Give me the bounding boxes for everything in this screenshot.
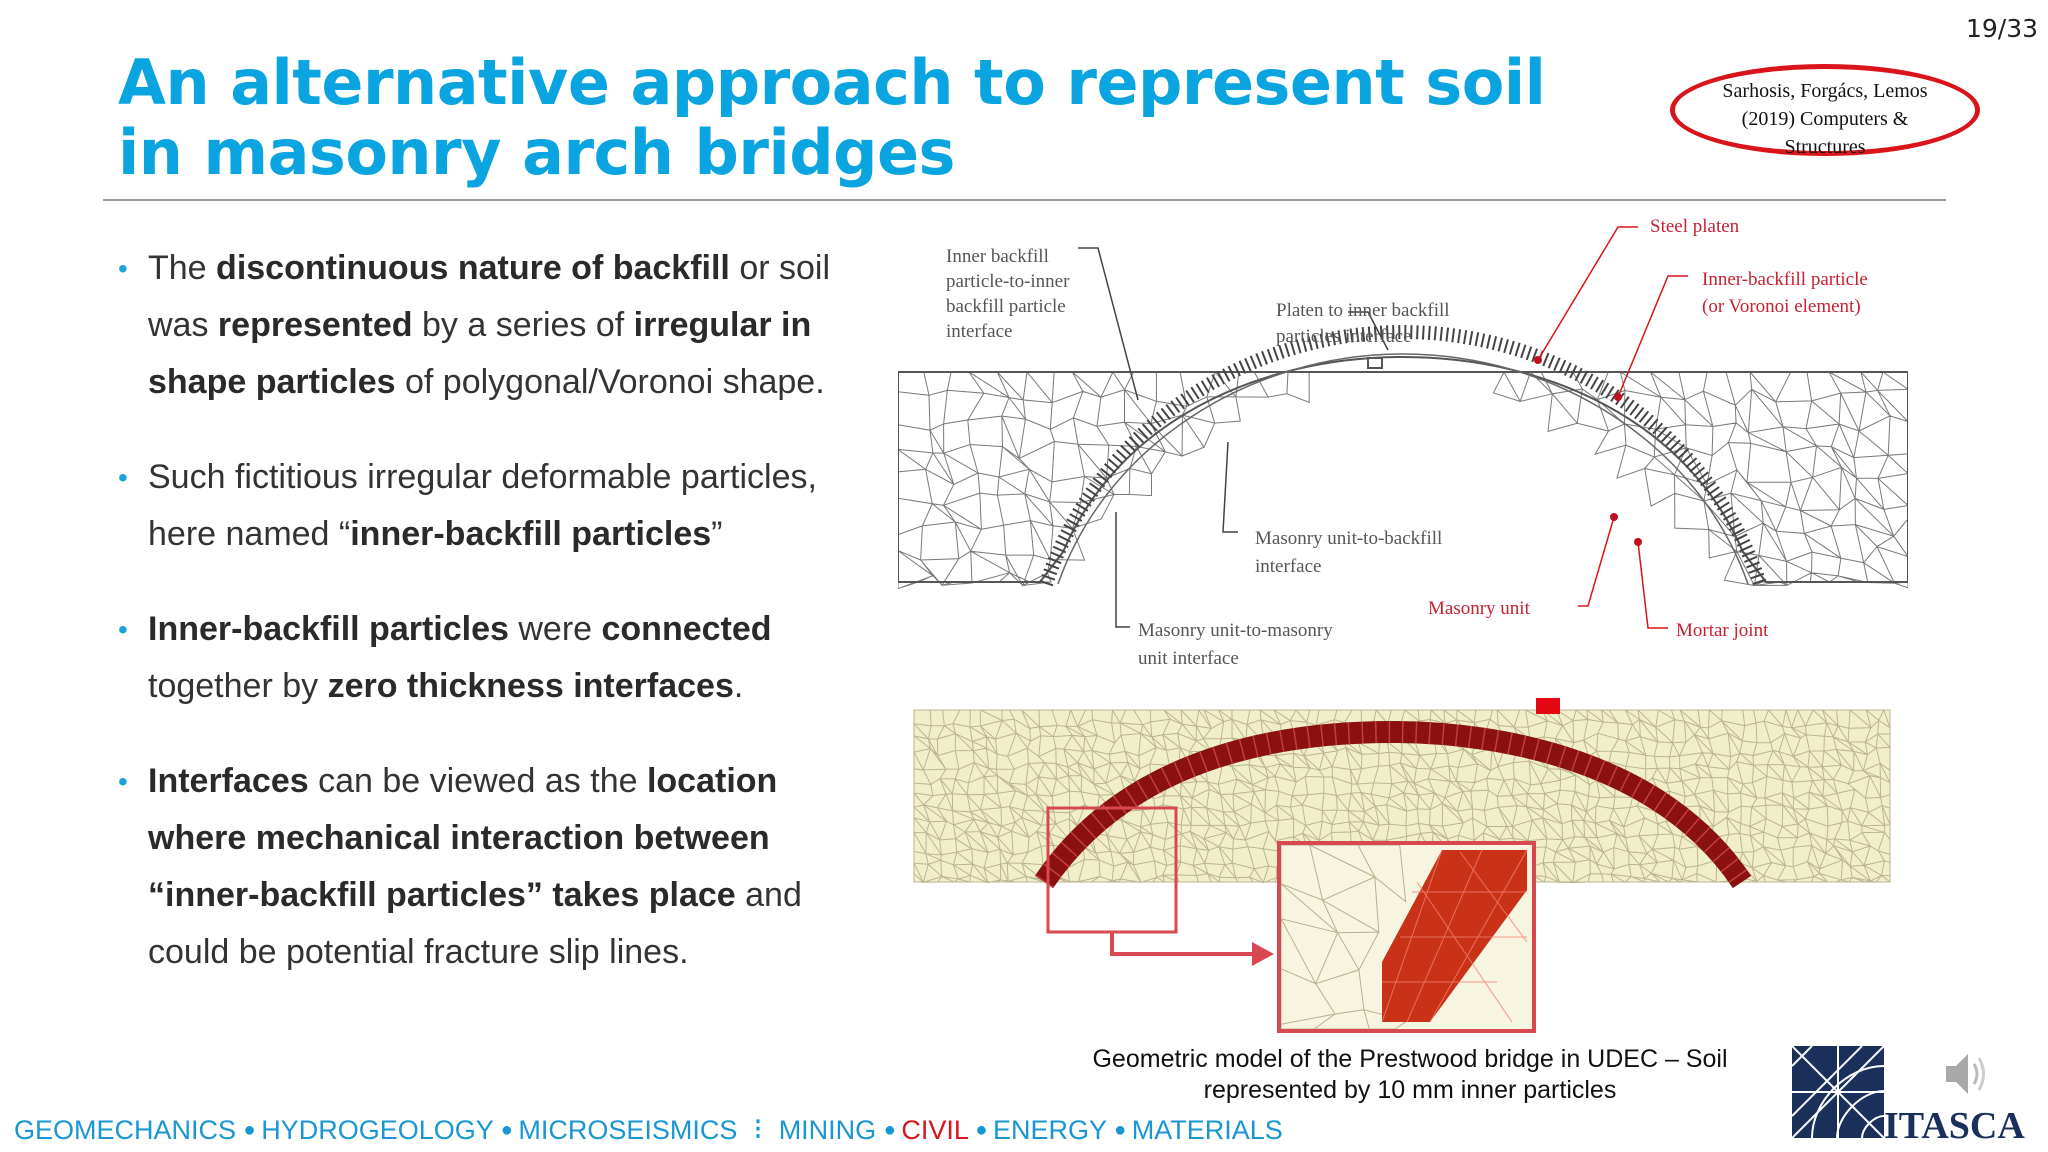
zoom-arrow-head bbox=[1252, 942, 1274, 966]
masonry-arch bbox=[1034, 720, 1752, 889]
title-divider bbox=[103, 199, 1946, 201]
model-outline bbox=[898, 355, 1908, 583]
bullet-emphasis: connected bbox=[601, 610, 772, 648]
label-mortar-joint: Mortar joint bbox=[1676, 620, 1769, 641]
leader-steel-platen bbox=[1537, 226, 1638, 361]
bullet-emphasis: irregular in shape particles bbox=[148, 306, 812, 401]
bullet-emphasis: inner-backfill particles bbox=[350, 515, 712, 553]
bullet-emphasis: Interfaces bbox=[148, 762, 309, 800]
title-line-1: An alternative approach to represent soi… bbox=[118, 46, 1546, 119]
footer-item-energy: ENERGY bbox=[993, 1115, 1107, 1145]
slide-number: 19/33 bbox=[1965, 14, 2038, 43]
itasca-logo: ITASCA bbox=[1792, 1046, 2025, 1146]
bullet-text: of polygonal/Voronoi shape. bbox=[395, 363, 825, 401]
citation-ellipse: Sarhosis, Forgács, Lemos (2019) Computer… bbox=[1670, 64, 1980, 158]
label-inner-interface-2: particle-to-inner bbox=[946, 271, 1070, 292]
bullet-dot-icon: • bbox=[118, 253, 128, 284]
bullet-emphasis: Inner-backfill particles bbox=[148, 610, 509, 648]
bullet-dot-icon: • bbox=[118, 462, 128, 493]
loading-platen bbox=[1536, 698, 1560, 714]
label-masonry-backfill-1: Masonry unit-to-backfill bbox=[1255, 528, 1442, 549]
bullet-item: • The discontinuous nature of backfill or… bbox=[118, 240, 878, 411]
bullet-text: together by bbox=[148, 667, 328, 705]
citation-line-3: Structures bbox=[1784, 136, 1866, 158]
footer-divider-icon: ⁝ bbox=[744, 1113, 772, 1146]
bullet-text: Such fictitious irregular deformable par… bbox=[148, 458, 817, 553]
bullet-emphasis: location where mechanical interaction be… bbox=[148, 762, 778, 914]
label-inner-particle-1: Inner-backfill particle bbox=[1702, 269, 1868, 290]
udec-model-figure bbox=[913, 698, 1891, 1033]
bullet-emphasis: discontinuous nature of backfill bbox=[216, 249, 730, 287]
label-masonry-backfill-2: interface bbox=[1255, 556, 1321, 577]
bullet-text: and could be potential fracture slip lin… bbox=[148, 876, 802, 971]
zoom-inset bbox=[1277, 841, 1536, 1033]
leader-inner-interface bbox=[1078, 247, 1139, 401]
voronoi-model-diagram: Inner backfill particle-to-inner backfil… bbox=[898, 216, 1908, 669]
leader-masonry-masonry bbox=[1115, 512, 1130, 628]
footer-item-civil: CIVIL bbox=[901, 1115, 968, 1145]
leader-masonry-backfill bbox=[1222, 441, 1238, 533]
footer-item-microseismics: MICROSEISMICS bbox=[518, 1115, 738, 1145]
bullet-emphasis: represented bbox=[217, 306, 413, 344]
zoom-arrow-line bbox=[1110, 932, 1260, 956]
arch-ring bbox=[1039, 324, 1767, 587]
label-steel-platen: Steel platen bbox=[1650, 216, 1740, 237]
leader-mortar-joint bbox=[1637, 541, 1668, 629]
bullet-text: The bbox=[148, 249, 217, 287]
logo-text: ITASCA bbox=[1884, 1105, 2025, 1146]
label-masonry-masonry-2: unit interface bbox=[1138, 648, 1239, 669]
citation-line-2: (2019) Computers & bbox=[1741, 108, 1909, 130]
bullet-text: ” bbox=[711, 515, 723, 553]
slide-title: An alternative approach to represent soi… bbox=[118, 48, 1618, 188]
footer-item-hydrogeology: HYDROGEOLOGY bbox=[261, 1115, 494, 1145]
bullet-text: can be viewed as the bbox=[308, 762, 647, 800]
bullet-text: were bbox=[508, 610, 602, 648]
label-inner-interface-4: interface bbox=[946, 321, 1012, 342]
title-line-2: in masonry arch bridges bbox=[118, 116, 955, 189]
leader-platen-interface bbox=[1348, 311, 1389, 351]
bullet-dot-icon: • bbox=[118, 614, 128, 645]
speaker-icon[interactable] bbox=[1942, 1044, 1990, 1104]
arch-intrados bbox=[1057, 353, 1749, 585]
bullet-item: • Interfaces can be viewed as the locatio… bbox=[118, 753, 878, 981]
footer-item-geomechanics: GEOMECHANICS bbox=[14, 1115, 237, 1145]
caption-line-1: Geometric model of the Prestwood bridge … bbox=[1092, 1045, 1728, 1073]
figure-caption: Geometric model of the Prestwood bridge … bbox=[1045, 1044, 1775, 1106]
footer-tagline: GEOMECHANICS ● HYDROGEOLOGY ● MICROSEISM… bbox=[14, 1113, 1283, 1146]
leader-inner-particle bbox=[1617, 275, 1688, 398]
label-inner-interface-1: Inner backfill bbox=[946, 246, 1049, 267]
citation-text: Sarhosis, Forgács, Lemos (2019) Computer… bbox=[1675, 77, 1975, 161]
caption-line-2: represented by 10 mm inner particles bbox=[1203, 1076, 1617, 1104]
bullet-dot-icon: • bbox=[118, 766, 128, 797]
bullet-text: . bbox=[733, 667, 744, 705]
footer-item-materials: MATERIALS bbox=[1131, 1115, 1283, 1145]
label-platen-interface-1: Platen to inner backfill bbox=[1276, 300, 1450, 321]
steel-platen-mark bbox=[1367, 357, 1383, 369]
leader-masonry-unit bbox=[1578, 516, 1615, 607]
bullet-item: • Inner-backfill particles were connected… bbox=[118, 601, 878, 715]
zoom-arch-triangles bbox=[1381, 849, 1528, 1023]
bullet-item: • Such fictitious irregular deformable pa… bbox=[118, 449, 878, 563]
label-platen-interface-2: particles interface bbox=[1276, 326, 1412, 347]
bullet-text: by a series of bbox=[412, 306, 634, 344]
label-inner-interface-3: backfill particle bbox=[946, 296, 1066, 317]
label-masonry-masonry-1: Masonry unit-to-masonry bbox=[1138, 620, 1333, 641]
bullet-list: • The discontinuous nature of backfill or… bbox=[118, 240, 878, 1019]
label-masonry-unit: Masonry unit bbox=[1428, 598, 1531, 619]
bullet-emphasis: zero thickness interfaces bbox=[327, 667, 734, 705]
bullet-text: or soil was bbox=[148, 249, 831, 344]
label-inner-particle-2: (or Voronoi element) bbox=[1702, 296, 1861, 317]
footer-item-mining: MINING bbox=[778, 1115, 877, 1145]
citation-line-1: Sarhosis, Forgács, Lemos bbox=[1722, 80, 1928, 102]
